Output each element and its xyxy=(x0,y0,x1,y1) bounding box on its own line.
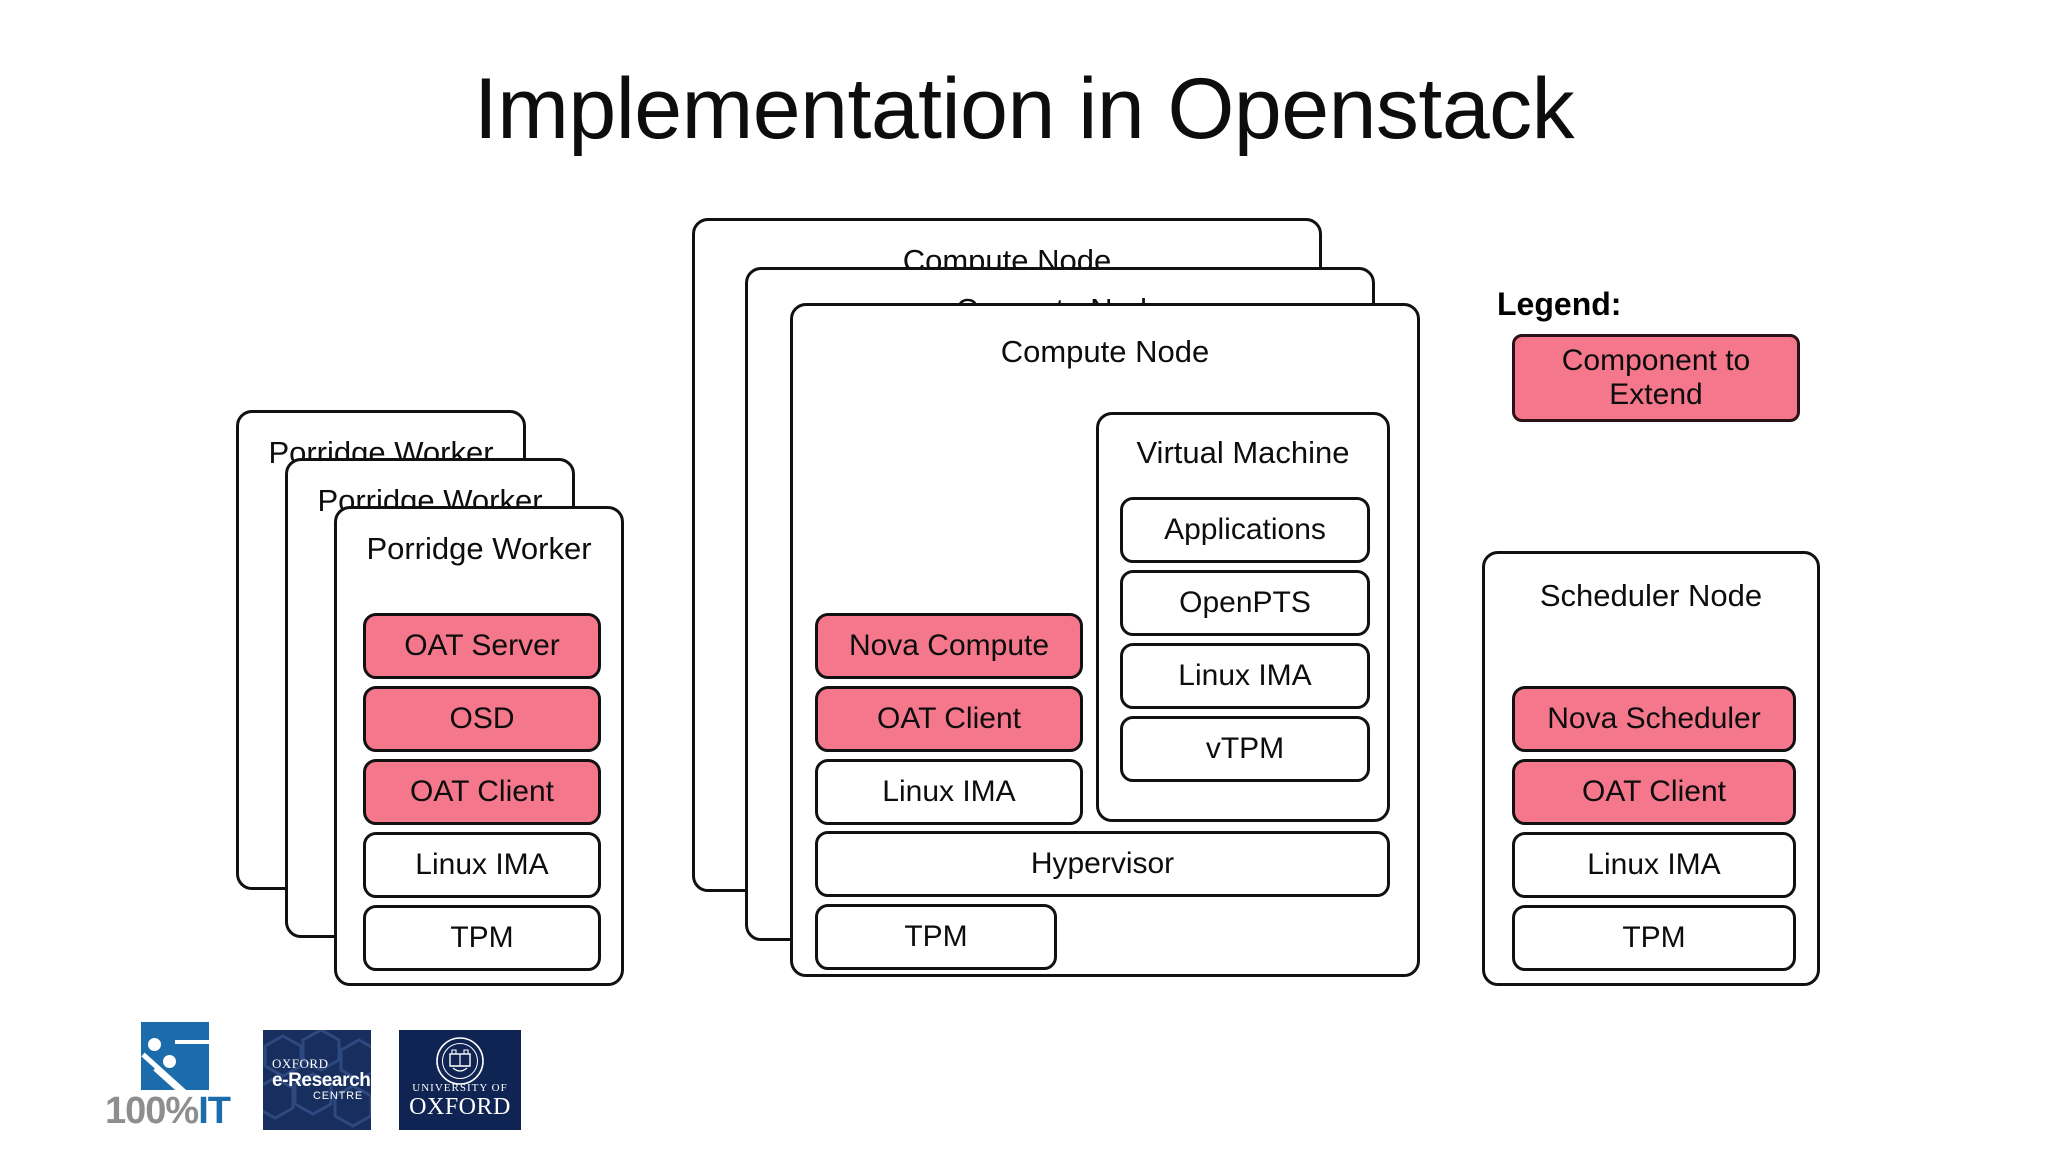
component-label: OAT Client xyxy=(410,775,554,808)
component-label: OAT Client xyxy=(1582,775,1726,808)
oerc-line-2: e-Research xyxy=(272,1070,371,1092)
component-oat-server[interactable]: OAT Server xyxy=(363,613,601,679)
component-nova-scheduler[interactable]: Nova Scheduler xyxy=(1512,686,1796,752)
component-label: Nova Compute xyxy=(848,629,1050,662)
legend-swatch-line-2: Extend xyxy=(1609,378,1703,411)
component-osd[interactable]: OSD xyxy=(363,686,601,752)
component-oat-client[interactable]: OAT Client xyxy=(363,759,601,825)
hundred-it-mark-icon xyxy=(140,1022,209,1090)
oxford-crest-icon xyxy=(436,1037,484,1085)
page-title: Implementation in Openstack xyxy=(473,61,1575,157)
component-tpm[interactable]: TPM xyxy=(363,905,601,971)
component-label: OAT Client xyxy=(877,702,1021,735)
logo-bar: 100%IT OXFORD e-Research CENTRE xyxy=(100,1000,521,1130)
component-label: OSD xyxy=(449,702,515,735)
component-label: vTPM xyxy=(1205,732,1285,765)
component-label: TPM xyxy=(450,921,514,954)
component-label: TPM xyxy=(904,920,968,953)
virtual-machine-card: Virtual Machine Applications OpenPTS Lin… xyxy=(1096,412,1390,822)
component-applications[interactable]: Applications xyxy=(1120,497,1370,563)
component-label: Linux IMA xyxy=(415,848,549,881)
compute-node-title: Compute Node xyxy=(1000,334,1210,369)
component-linux-ima[interactable]: Linux IMA xyxy=(1512,832,1796,898)
oerc-line-3: CENTRE xyxy=(312,1090,363,1103)
logo-100it: 100%IT xyxy=(100,1022,235,1130)
oerc-line-1: OXFORD xyxy=(272,1056,329,1072)
scheduler-node-card: Scheduler Node Nova Scheduler OAT Client… xyxy=(1482,551,1820,986)
porridge-worker-card: Porridge Worker OAT Server OSD OAT Clien… xyxy=(334,506,624,986)
component-label: Linux IMA xyxy=(1587,848,1721,881)
hundred-it-prefix: 100% xyxy=(105,1090,199,1132)
legend-heading: Legend: xyxy=(1497,286,1622,322)
component-nova-compute[interactable]: Nova Compute xyxy=(815,613,1083,679)
component-openpts[interactable]: OpenPTS xyxy=(1120,570,1370,636)
porridge-worker-title: Porridge Worker xyxy=(366,531,592,566)
legend-swatch-line-1: Component to xyxy=(1561,344,1751,378)
component-linux-ima[interactable]: Linux IMA xyxy=(815,759,1083,825)
oxford-line-1: UNIVERSITY OF xyxy=(412,1082,508,1094)
component-tpm[interactable]: TPM xyxy=(1512,905,1796,971)
component-oat-client[interactable]: OAT Client xyxy=(815,686,1083,752)
oerc-text: OXFORD e-Research CENTRE xyxy=(263,1057,371,1102)
component-tpm[interactable]: TPM xyxy=(815,904,1057,970)
component-label: Hypervisor xyxy=(1030,847,1175,880)
component-label: TPM xyxy=(1622,921,1686,954)
hex-pattern-icon xyxy=(263,1030,371,1128)
component-label: OAT Server xyxy=(404,629,560,662)
component-linux-ima[interactable]: Linux IMA xyxy=(363,832,601,898)
scheduler-node-title: Scheduler Node xyxy=(1539,578,1763,613)
compute-node-card: Compute Node Nova Compute OAT Client Lin… xyxy=(790,303,1420,977)
logo-oxford-e-research-centre: OXFORD e-Research CENTRE xyxy=(263,1030,371,1130)
virtual-machine-title: Virtual Machine xyxy=(1136,435,1350,470)
component-oat-client[interactable]: OAT Client xyxy=(1512,759,1796,825)
component-label: Linux IMA xyxy=(882,775,1016,808)
component-label: Nova Scheduler xyxy=(1547,702,1761,735)
logo-university-of-oxford: UNIVERSITY OF OXFORD xyxy=(399,1030,521,1130)
component-label: Linux IMA xyxy=(1178,659,1312,692)
component-label: Applications xyxy=(1164,513,1326,546)
component-label: OpenPTS xyxy=(1179,586,1311,619)
legend-swatch-component-to-extend: Component to Extend xyxy=(1512,334,1800,422)
component-hypervisor[interactable]: Hypervisor xyxy=(815,831,1390,897)
oxford-line-2: OXFORD xyxy=(409,1094,511,1120)
component-linux-ima[interactable]: Linux IMA xyxy=(1120,643,1370,709)
hundred-it-wordmark: 100%IT xyxy=(105,1090,231,1132)
hundred-it-suffix: IT xyxy=(198,1090,231,1132)
component-vtpm[interactable]: vTPM xyxy=(1120,716,1370,782)
